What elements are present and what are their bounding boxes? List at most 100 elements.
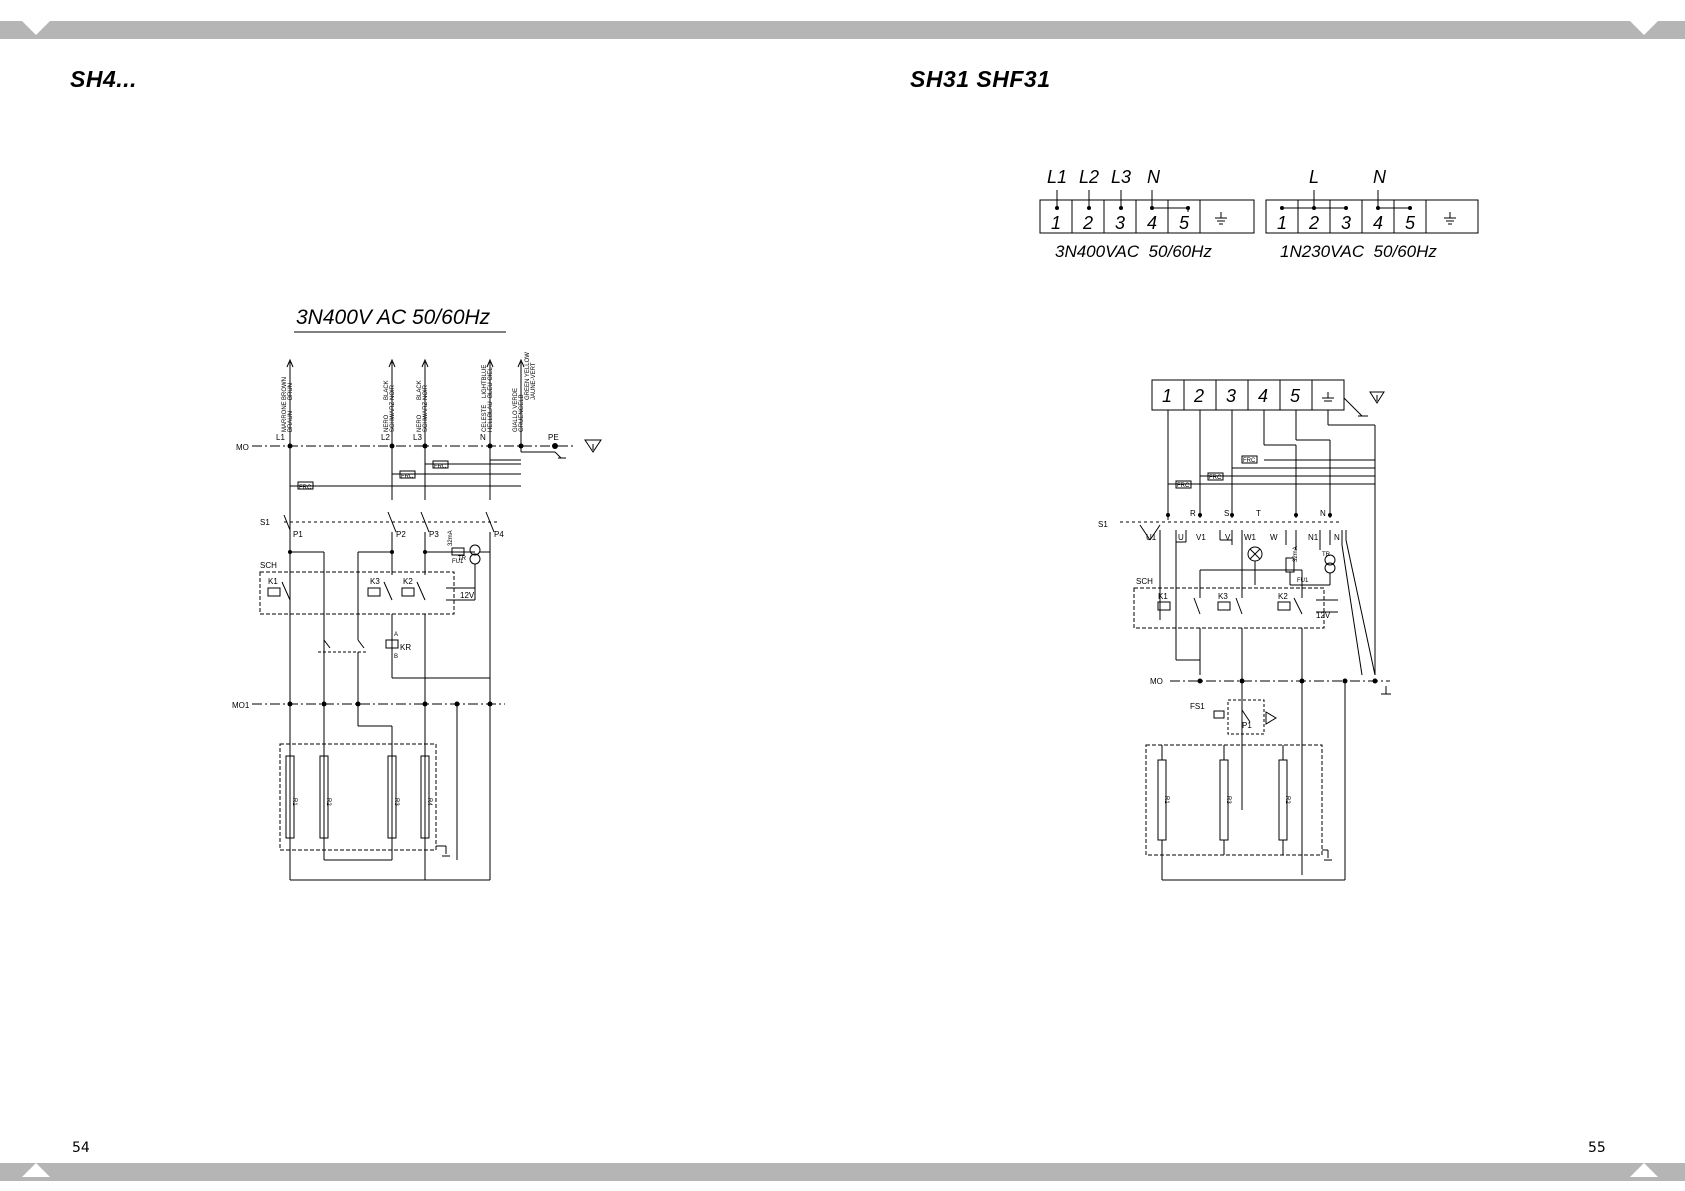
- label-k3: K3: [370, 577, 380, 586]
- tb3-phase-l1: L1: [1047, 167, 1067, 187]
- r-frc-2: FRC: [1209, 475, 1222, 481]
- label-r4: R4: [426, 798, 432, 806]
- r-label-w: W: [1270, 533, 1278, 542]
- label-kr: KR: [400, 643, 411, 652]
- tb3-terminal-2: 2: [1082, 213, 1093, 233]
- r-label-k1: K1: [1158, 592, 1168, 601]
- left-page-number: 54: [72, 1140, 90, 1156]
- tb3-caption: 3N400VAC 50/60Hz: [1055, 242, 1212, 261]
- r-label-s1: S1: [1098, 520, 1108, 529]
- tb3-terminal-1: 1: [1051, 213, 1061, 233]
- label-a: A: [394, 632, 398, 638]
- wire-color-n-b: HELLBLAU: [488, 401, 494, 432]
- label-r2: R2: [325, 798, 331, 806]
- wire-color-n-d: BLEU CIEL: [488, 367, 494, 398]
- label-r3: R3: [393, 798, 399, 806]
- tb3-phase-l3: L3: [1111, 167, 1131, 187]
- terminal-l1: L1: [276, 433, 285, 442]
- wire-color-l2-d: NOIR: [390, 384, 396, 400]
- r-label-fs1: FS1: [1190, 702, 1205, 711]
- tb3-phase-n: N: [1147, 167, 1161, 187]
- wire-color-l2-c: BLACK: [384, 380, 390, 400]
- terminal-l2: L2: [381, 433, 390, 442]
- r-label-v: V: [1225, 533, 1231, 542]
- r-label-n1: N1: [1308, 533, 1319, 542]
- label-b: B: [394, 654, 398, 660]
- top-bar: [0, 21, 1685, 39]
- tb3-terminal-5: 5: [1179, 213, 1190, 233]
- r-label-p1: P1: [1242, 721, 1252, 730]
- label-mo1: MO1: [232, 701, 250, 710]
- terminal-blocks: L1 L2 L3 N L N 1 2 3 4 5 1 2 3 4 5 3N400…: [1039, 167, 1479, 261]
- r-label-mo: MO: [1150, 677, 1163, 686]
- r-label-fu1: FU1: [1297, 578, 1309, 584]
- tb3-phase-l2: L2: [1079, 167, 1099, 187]
- wire-color-pe-a: GIALLO VERDE: [513, 388, 519, 432]
- left-page-title: SH4...: [70, 66, 137, 92]
- r-label-r1: R1: [1163, 796, 1169, 804]
- label-sch: SCH: [260, 561, 277, 570]
- r-label-u1: U1: [1146, 533, 1157, 542]
- r-frc-3: FRC: [1177, 483, 1190, 489]
- right-wiring-diagram: 1 2 3 4 5 FRC FRC FRC R S T N S1 U1 U V1…: [1098, 379, 1391, 881]
- r-label-s: S: [1224, 509, 1229, 518]
- diag-terminal-2: 2: [1193, 386, 1204, 406]
- label-r1: R1: [291, 798, 297, 806]
- r-frc-1: FRC: [1243, 458, 1256, 464]
- wire-color-l2-b: SCHWARZ: [390, 402, 396, 432]
- r-label-12v: 12V: [1316, 611, 1331, 620]
- tb1-phase-l: L: [1309, 167, 1319, 187]
- tb3-terminal-4: 4: [1147, 213, 1157, 233]
- wire-color-pe-d: JAUNE-VERT: [531, 362, 537, 400]
- diag-terminal-3: 3: [1226, 386, 1236, 406]
- bottom-bar: [0, 1163, 1685, 1181]
- left-supply-label: 3N400V AC 50/60Hz: [296, 306, 491, 329]
- top-left-notch: [22, 21, 50, 35]
- r-label-sch: SCH: [1136, 577, 1153, 586]
- right-page-number: 55: [1588, 1140, 1606, 1156]
- left-wiring-diagram: 3N400V AC 50/60Hz L1 L2 L3 N PE MARRONE …: [232, 306, 602, 881]
- label-k1: K1: [268, 577, 278, 586]
- wire-color-l3-c: BLACK: [417, 380, 423, 400]
- wire-color-pe-c: GREEN YELLOW: [525, 352, 531, 400]
- wire-color-l1-c: BROWN: [282, 377, 288, 400]
- tb1-terminal-4: 4: [1373, 213, 1383, 233]
- wire-color-n-a: CELESTE: [482, 405, 488, 432]
- terminal-n: N: [480, 433, 486, 442]
- wire-color-l1-a: MARRONE: [282, 401, 288, 432]
- r-label-t: T: [1256, 509, 1261, 518]
- terminal-pe: PE: [548, 433, 559, 442]
- r-label-fuse: 32mA: [1293, 546, 1299, 562]
- right-page-title: SH31 SHF31: [910, 66, 1051, 92]
- top-right-notch: [1630, 21, 1658, 35]
- diag-terminal-4: 4: [1258, 386, 1268, 406]
- bottom-left-notch: [22, 1163, 50, 1177]
- tb1-terminal-2: 2: [1308, 213, 1319, 233]
- wire-color-l3-b: SCHWARZ: [423, 402, 429, 432]
- r-label-r: R: [1190, 509, 1196, 518]
- label-p4: P4: [494, 530, 504, 539]
- r-label-r3: R3: [1225, 796, 1231, 804]
- diag-terminal-5: 5: [1290, 386, 1301, 406]
- wire-color-l2-a: NERO: [384, 414, 390, 432]
- tb1-caption: 1N230VAC 50/60Hz: [1280, 242, 1437, 261]
- r-label-w1: W1: [1244, 533, 1257, 542]
- label-s1: S1: [260, 518, 270, 527]
- wire-color-l3-a: NERO: [417, 414, 423, 432]
- label-p2: P2: [396, 530, 406, 539]
- label-frc-2: FRC: [401, 474, 414, 480]
- r-label-r2: R2: [1284, 796, 1290, 804]
- tb1-phase-n: N: [1373, 167, 1387, 187]
- label-12v: 12V: [460, 591, 475, 600]
- r-label-k3: K3: [1218, 592, 1228, 601]
- tb1-terminal-1: 1: [1277, 213, 1287, 233]
- r-label-n: N: [1334, 533, 1340, 542]
- r-label-n-top: N: [1320, 509, 1326, 518]
- wire-color-l1-b: BRAUN: [288, 411, 294, 432]
- bottom-right-notch: [1630, 1163, 1658, 1177]
- wire-color-l3-d: NOIR: [423, 384, 429, 400]
- label-k2: K2: [403, 577, 413, 586]
- tb1-terminal-3: 3: [1341, 213, 1351, 233]
- r-label-k2: K2: [1278, 592, 1288, 601]
- wire-color-l1-d: BRUN: [288, 383, 294, 400]
